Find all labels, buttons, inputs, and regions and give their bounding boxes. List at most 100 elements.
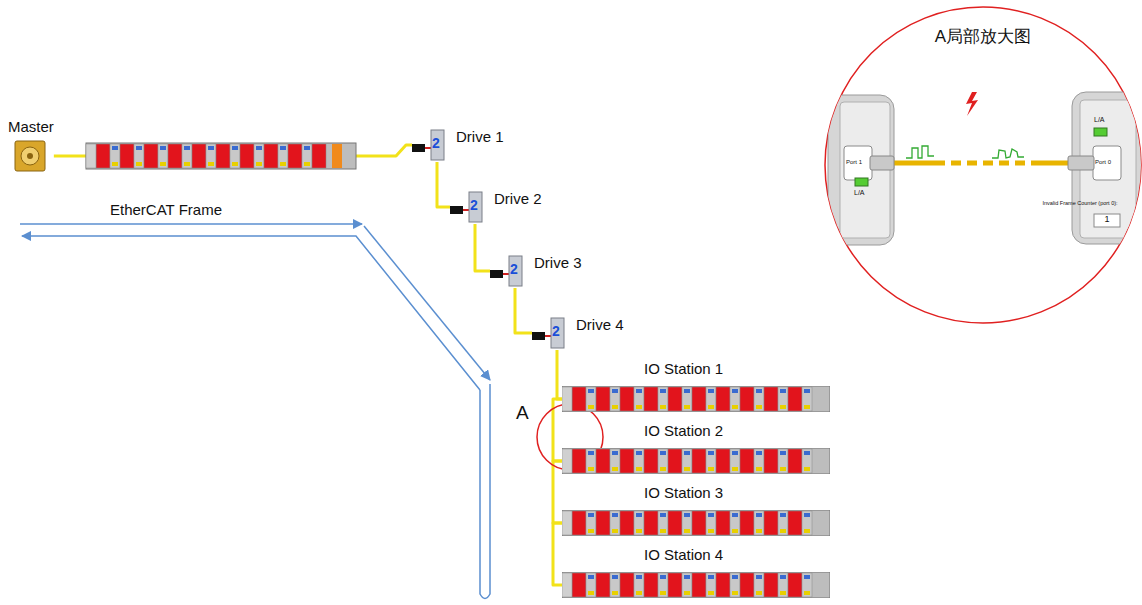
- terminal-led: [660, 575, 666, 579]
- terminal-led: [780, 513, 786, 517]
- grey-terminal: [778, 511, 788, 535]
- terminal-led: [660, 451, 666, 455]
- terminal-led: [780, 451, 786, 455]
- grey-terminal: [658, 573, 668, 597]
- red-terminal: [764, 511, 778, 535]
- ethercat-cable: [515, 288, 532, 333]
- ethercat-cable: [475, 224, 490, 271]
- io-strip: [562, 510, 830, 536]
- detail-letter: A: [516, 403, 529, 424]
- terminal-led: [588, 467, 594, 471]
- drive-device: Drive 4: [532, 316, 624, 350]
- device-number: 2: [510, 262, 518, 277]
- terminal-led: [280, 162, 286, 166]
- terminal-led: [804, 405, 810, 409]
- terminal-led: [708, 575, 714, 579]
- grey-terminal: [610, 573, 620, 597]
- terminal-led: [636, 529, 642, 533]
- grey-terminal: [634, 573, 644, 597]
- terminal-led: [588, 389, 594, 393]
- red-terminal: [692, 449, 706, 473]
- grey-terminal: [802, 511, 812, 535]
- red-terminal: [596, 449, 610, 473]
- red-terminal: [620, 387, 634, 411]
- strip-body: [562, 448, 830, 474]
- grey-terminal: [182, 144, 192, 168]
- red-terminal: [740, 573, 754, 597]
- terminal-led: [708, 389, 714, 393]
- port-socket: [844, 146, 872, 180]
- terminal-led: [732, 575, 738, 579]
- terminal-led: [756, 513, 762, 517]
- drive-plug-tip: [463, 209, 469, 211]
- terminal-led: [708, 529, 714, 533]
- drive-plug: [490, 270, 503, 278]
- interference-bolt: [966, 92, 978, 116]
- device-number: 2: [470, 198, 478, 213]
- grey-terminal: [206, 144, 216, 168]
- grey-terminal: [802, 387, 812, 411]
- io-device: IO Station 4: [562, 546, 830, 598]
- terminal-led: [732, 513, 738, 517]
- led: [855, 178, 868, 186]
- red-terminal: [692, 573, 706, 597]
- red-terminal: [668, 573, 682, 597]
- port-label: Port 1: [846, 159, 862, 166]
- terminal-led: [588, 529, 594, 533]
- red-terminal: [288, 144, 302, 168]
- red-terminal: [96, 144, 110, 168]
- red-terminal: [572, 573, 586, 597]
- red-terminal: [692, 387, 706, 411]
- terminal-led: [660, 591, 666, 595]
- red-terminal: [596, 511, 610, 535]
- terminal-led: [612, 467, 618, 471]
- grey-terminal: [754, 573, 764, 597]
- cable: [892, 161, 935, 166]
- terminal-led: [660, 389, 666, 393]
- terminal-led: [636, 575, 642, 579]
- ethercat-cable: [557, 350, 562, 399]
- terminal-led: [636, 467, 642, 471]
- terminal-led: [136, 162, 142, 166]
- led-label: L/A: [854, 189, 865, 197]
- terminal-led: [184, 162, 190, 166]
- grey-terminal: [754, 449, 764, 473]
- red-terminal: [644, 387, 658, 411]
- red-terminal: [620, 449, 634, 473]
- grey-terminal: [778, 387, 788, 411]
- coupler: [562, 511, 572, 535]
- red-terminal: [620, 573, 634, 597]
- io-strip: [562, 572, 830, 598]
- counter-box: [1094, 214, 1120, 227]
- red-terminal: [644, 511, 658, 535]
- terminal-led: [612, 575, 618, 579]
- terminal-led: [708, 591, 714, 595]
- terminal-led: [756, 575, 762, 579]
- terminal-led: [708, 451, 714, 455]
- terminal-led: [684, 513, 690, 517]
- grey-terminal: [706, 573, 716, 597]
- grey-terminal: [754, 511, 764, 535]
- grey-terminal: [134, 144, 144, 168]
- terminal-led: [304, 146, 310, 150]
- drive-plug: [450, 206, 463, 214]
- terminal-led: [660, 513, 666, 517]
- cable: [935, 161, 1040, 166]
- device-label: Drive 2: [494, 190, 542, 208]
- strip-body: [562, 386, 830, 412]
- terminal-led: [756, 451, 762, 455]
- device-number: 2: [432, 136, 440, 151]
- grey-terminal: [302, 144, 312, 168]
- red-terminal: [788, 573, 802, 597]
- distorted-signal: [992, 149, 1024, 158]
- red-terminal: [716, 449, 730, 473]
- terminal-led: [208, 146, 214, 150]
- master-body: [15, 141, 45, 171]
- device-label: IO Station 4: [644, 546, 830, 564]
- terminal-led: [636, 451, 642, 455]
- grey-terminal: [278, 144, 288, 168]
- terminal-led: [684, 591, 690, 595]
- grey-terminal: [586, 511, 596, 535]
- terminal-led: [780, 575, 786, 579]
- red-terminal: [764, 449, 778, 473]
